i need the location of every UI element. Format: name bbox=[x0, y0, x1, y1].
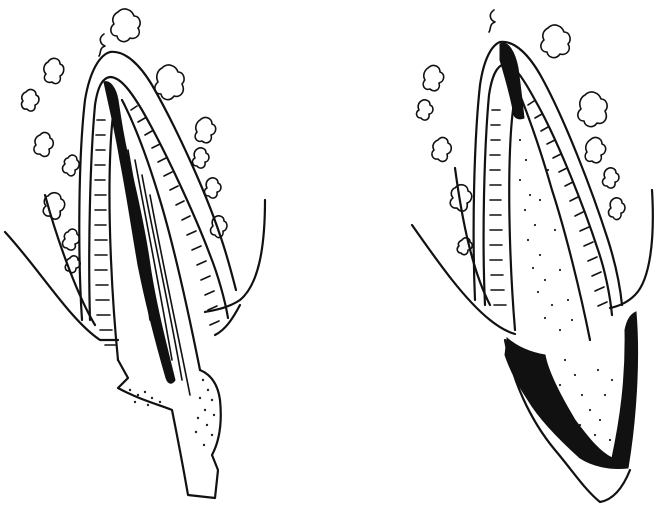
left-tooth-section bbox=[5, 9, 265, 498]
left-apex-squiggle bbox=[99, 34, 105, 56]
right-root-outer bbox=[484, 64, 612, 315]
right-dentin-tubules bbox=[490, 101, 607, 306]
right-crown-dark-wall bbox=[505, 312, 638, 469]
right-pulp-dark-top bbox=[500, 43, 524, 119]
right-bone-contour-left bbox=[412, 225, 515, 334]
left-pulp-dark-band bbox=[104, 82, 175, 384]
right-dentin-inner-left bbox=[509, 92, 516, 330]
left-bone-contour-outer bbox=[45, 195, 95, 325]
right-apex-squiggle bbox=[489, 10, 495, 32]
right-dentin-inner-right bbox=[520, 95, 590, 340]
right-tooth-section bbox=[412, 10, 653, 502]
right-bone-contour-right bbox=[610, 190, 653, 308]
